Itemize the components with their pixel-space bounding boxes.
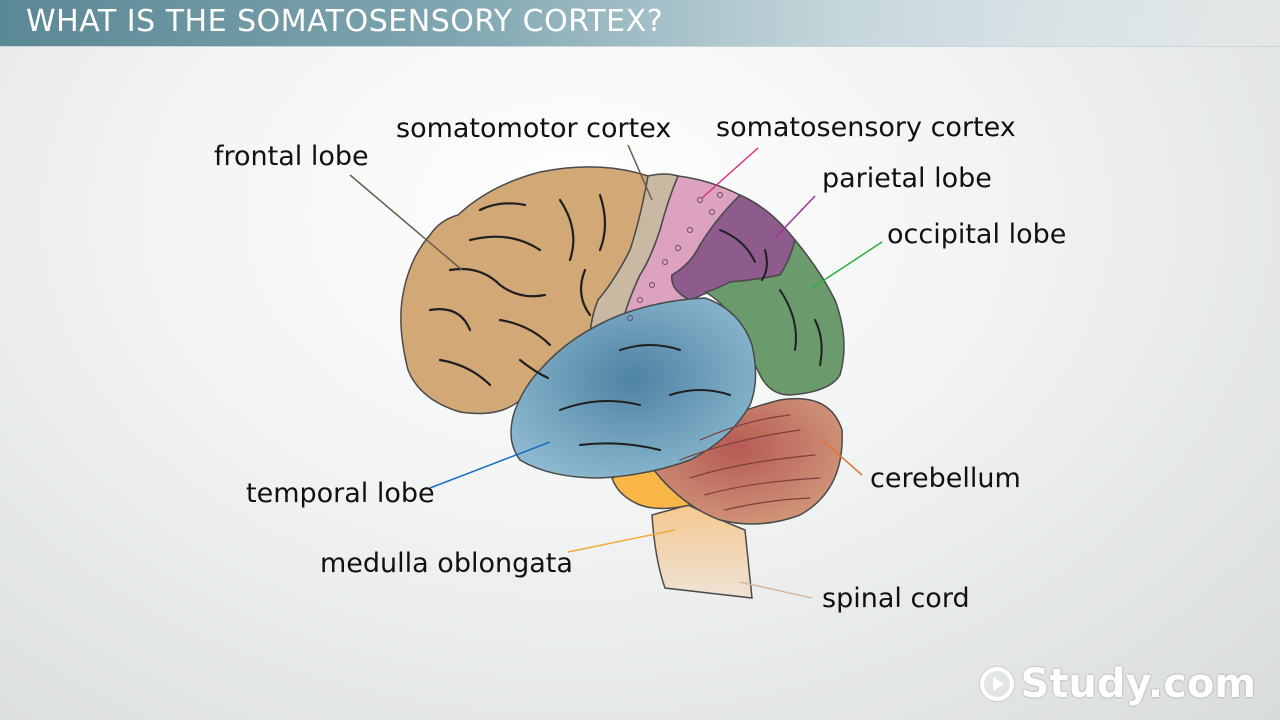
occipital-sulci	[779, 289, 823, 366]
frontal-lobe-leader	[349, 174, 463, 271]
temporal-lobe-label: temporal lobe	[246, 478, 435, 509]
occipital-lobe-label: occipital lobe	[887, 219, 1066, 250]
somatosensory-cortex-leader	[701, 147, 759, 199]
occipital-lobe-leader	[811, 241, 883, 289]
title-bar: WHAT IS THE SOMATOSENSORY CORTEX?	[0, 0, 1280, 47]
cerebellum-label: cerebellum	[870, 463, 1021, 494]
temporal-lobe-leader	[429, 441, 551, 489]
spinal-cord-leader	[739, 581, 813, 599]
cerebellum-leader	[821, 439, 863, 476]
frontal-lobe-label: frontal lobe	[214, 141, 369, 172]
cerebellum-folia	[679, 414, 821, 511]
somatomotor-cortex-label: somatomotor cortex	[396, 113, 671, 144]
temporal-sulci	[559, 344, 731, 451]
spinal-cord-label: spinal cord	[822, 583, 970, 614]
somatosensory-dots	[627, 192, 723, 321]
parietal-lobe-leader	[774, 195, 816, 239]
somatomotor-cortex-leader	[627, 144, 653, 201]
leader-lines	[349, 144, 883, 599]
logo-text: Study.com	[1020, 661, 1256, 707]
somatosensory-cortex-label: somatosensory cortex	[716, 112, 1016, 143]
parietal-sulci	[719, 229, 768, 281]
medulla-oblongata-label: medulla oblongata	[320, 548, 573, 579]
temporal-lobe-region	[510, 297, 757, 479]
frontal-sulci	[428, 193, 607, 387]
play-circle-icon	[980, 667, 1015, 701]
slide-title: WHAT IS THE SOMATOSENSORY CORTEX?	[26, 4, 664, 39]
medulla-oblongata-leader	[567, 529, 676, 553]
study-logo[interactable]: Study.com	[980, 661, 1256, 707]
parietal-lobe-label: parietal lobe	[822, 163, 992, 194]
